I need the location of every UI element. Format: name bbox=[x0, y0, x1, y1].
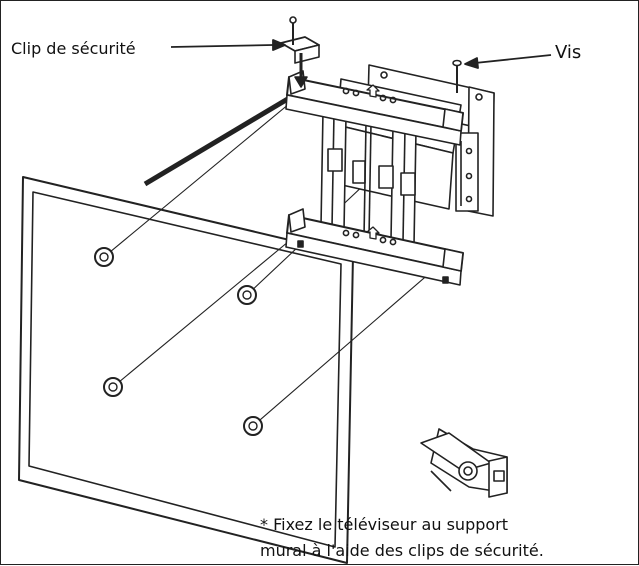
tv-stud-bottom-left bbox=[103, 377, 123, 397]
clip-callout-arrow bbox=[170, 39, 286, 51]
security-clip bbox=[280, 16, 320, 88]
screw-icon bbox=[452, 59, 462, 93]
tv-stud-top-left bbox=[94, 247, 114, 267]
tv-stud-top-right bbox=[237, 285, 257, 305]
screw-label: Vis bbox=[555, 42, 582, 63]
bottom-bracket-rail bbox=[285, 208, 464, 286]
security-clip-label: Clip de sécurité bbox=[11, 39, 136, 58]
instruction-note: * Fixez le téléviseur au support mural à… bbox=[260, 512, 544, 564]
direction-arrow bbox=[143, 94, 293, 187]
top-bracket-rail bbox=[285, 70, 464, 146]
instruction-note-line-1: * Fixez le téléviseur au support bbox=[260, 515, 509, 534]
instruction-note-line-2: mural à l'aide des clips de sécurité. bbox=[260, 541, 544, 560]
clip-detail-inset bbox=[420, 428, 508, 498]
tv-stud-bottom-right bbox=[243, 416, 263, 436]
screw-callout-arrow bbox=[464, 54, 552, 69]
